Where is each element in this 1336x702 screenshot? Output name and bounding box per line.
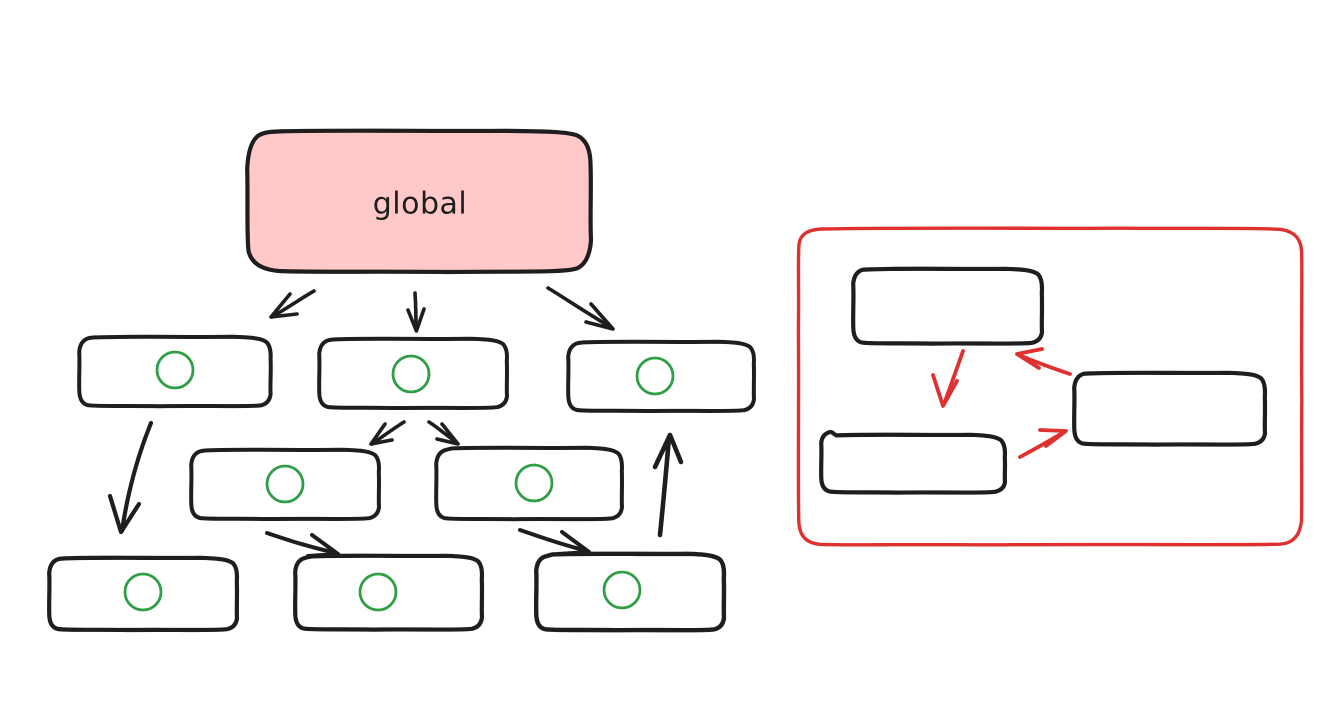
node-row3-left-border (47, 555, 240, 633)
node-row1-left-circle-icon (155, 350, 195, 390)
arrow-shaft (546, 286, 614, 330)
node-row2-left-circle-icon (265, 464, 305, 504)
node-row1-right[interactable] (566, 339, 756, 413)
node-row3-center-circle-icon (358, 572, 398, 612)
arrow-group-right-to-top (1015, 347, 1072, 376)
arrow-row3-right-to-row1-right (652, 432, 684, 538)
node-row3-right-circle-icon (602, 570, 642, 610)
arrow-head (406, 307, 426, 333)
arrow-shaft (1017, 353, 1072, 376)
arrow-row1-center-to-row2-left (369, 420, 406, 446)
node-row1-left-border (77, 334, 273, 409)
global-node-fill (247, 130, 591, 272)
node-row3-right[interactable] (533, 551, 727, 633)
arrow-shaft (518, 528, 589, 553)
arrow-row2-right-to-row3-right (518, 528, 591, 556)
node-row3-center[interactable] (293, 553, 485, 632)
group-node-right[interactable] (1072, 370, 1268, 447)
global-node-label: global (373, 187, 468, 222)
node-row1-center-border (317, 336, 509, 410)
node-row2-right-border (434, 445, 624, 522)
arrow-head (369, 422, 394, 446)
arrow-head (556, 530, 591, 556)
node-row2-right-circle-icon (514, 463, 554, 503)
group-node-right-border (1072, 370, 1268, 447)
arrow-global-to-row1-center (406, 291, 426, 333)
arrow-head (1015, 347, 1044, 370)
global-node[interactable]: global (245, 128, 594, 275)
node-row3-right-border (533, 551, 727, 633)
node-row2-left[interactable] (189, 447, 381, 521)
arrow-head (652, 432, 684, 470)
node-row1-right-border (566, 339, 756, 413)
arrow-row2-left-to-row3-center (265, 531, 340, 558)
red-group-container[interactable] (796, 226, 1304, 547)
arrow-row1-center-to-row2-right (427, 420, 460, 446)
arrow-shaft (270, 289, 316, 319)
node-row1-left[interactable] (77, 334, 273, 409)
arrow-group-top-to-bottom (931, 349, 965, 408)
arrow-head (1038, 428, 1068, 448)
arrow-row1-left-to-row3-left (107, 420, 154, 535)
arrow-head (269, 292, 299, 319)
node-row3-left[interactable] (47, 555, 240, 633)
node-row3-center-border (293, 553, 485, 632)
arrow-head (107, 493, 142, 535)
red-group-border (796, 226, 1304, 547)
group-node-top[interactable] (851, 266, 1045, 346)
arrow-head (306, 533, 340, 558)
node-row1-right-circle-icon (635, 356, 675, 396)
arrow-group-bottom-to-right (1018, 428, 1068, 459)
arrow-shaft (119, 420, 154, 534)
global-node-border (245, 128, 594, 275)
arrow-shaft (657, 434, 672, 538)
group-node-bottom[interactable] (819, 429, 1008, 495)
arrow-head (931, 373, 959, 408)
node-row1-center[interactable] (317, 336, 509, 410)
group-node-top-border (851, 266, 1045, 346)
arrow-global-to-row1-right (546, 286, 615, 331)
arrow-head (584, 302, 615, 331)
arrow-head (435, 422, 460, 446)
node-row2-right[interactable] (434, 445, 624, 522)
node-row2-left-border (189, 447, 381, 521)
group-node-bottom-border (819, 429, 1008, 495)
node-row1-center-circle-icon (391, 354, 431, 394)
arrow-shaft (265, 531, 338, 555)
node-row3-left-circle-icon (123, 572, 163, 612)
arrow-global-to-row1-left (269, 289, 316, 319)
